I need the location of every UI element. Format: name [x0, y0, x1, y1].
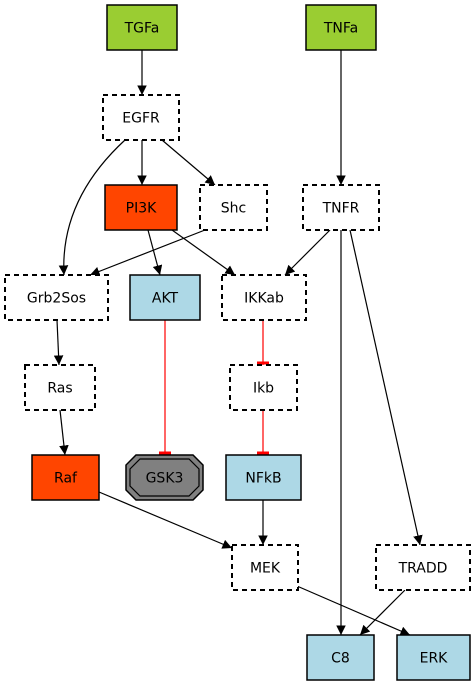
- edge-shc-grb2sos: [89, 229, 206, 276]
- node-erk: ERK: [396, 634, 471, 681]
- node-tradd: TRADD: [375, 544, 471, 591]
- node-label-tnfa: TNFa: [323, 21, 358, 37]
- node-label-pi3k: PI3K: [126, 201, 157, 217]
- node-shape: [396, 634, 471, 681]
- edge-mek-erk: [289, 582, 411, 636]
- edge-tnfr-tradd: [349, 229, 423, 546]
- edges-layer: [53, 50, 423, 636]
- node-shape: [305, 4, 377, 51]
- node-raf: Raf: [31, 454, 100, 501]
- node-label-gsk3: GSK3: [146, 471, 184, 487]
- node-label-tnfr: TNFR: [322, 201, 360, 217]
- node-shape: [31, 454, 100, 501]
- node-ras: Ras: [24, 364, 96, 411]
- node-egfr: EGFR: [102, 94, 180, 141]
- edge-ras-raf: [59, 409, 69, 456]
- node-shape: [375, 544, 471, 591]
- node-label-grb2sos: Grb2Sos: [27, 291, 86, 307]
- node-tnfa: TNFa: [305, 4, 377, 51]
- node-nfkb: NFkB: [225, 454, 302, 501]
- node-inner-outline: [129, 458, 200, 497]
- node-label-c8: C8: [331, 651, 350, 667]
- node-ikkab: IKKab: [221, 274, 307, 321]
- node-gsk3: GSK3: [125, 454, 204, 501]
- node-shape: [24, 364, 96, 411]
- node-shape: [104, 184, 178, 231]
- node-label-ikkab: IKKab: [244, 291, 284, 307]
- node-shape: [129, 274, 201, 321]
- node-ikb: Ikb: [229, 364, 298, 411]
- node-shc: Shc: [199, 184, 268, 231]
- node-tgfa: TGFa: [106, 4, 178, 51]
- edge-tradd-c8: [359, 589, 406, 636]
- edge-tnfr-ikkab: [284, 229, 331, 276]
- node-shape: [125, 454, 204, 501]
- node-pi3k: PI3K: [104, 184, 178, 231]
- node-label-akt: AKT: [152, 291, 179, 307]
- node-shape: [229, 364, 298, 411]
- node-grb2sos: Grb2Sos: [4, 274, 109, 321]
- node-shape: [102, 94, 180, 141]
- node-label-shc: Shc: [221, 201, 246, 217]
- node-shape: [302, 184, 380, 231]
- node-shape: [4, 274, 109, 321]
- edge-grb2sos-ras: [53, 319, 64, 366]
- edge-raf-mek: [98, 491, 233, 549]
- node-label-mek: MEK: [250, 561, 281, 577]
- node-label-erk: ERK: [420, 651, 449, 667]
- node-shape: [306, 634, 375, 681]
- node-label-nfkb: NFkB: [245, 471, 281, 487]
- node-c8: C8: [306, 634, 375, 681]
- node-label-ikb: Ikb: [253, 381, 274, 397]
- node-label-tradd: TRADD: [398, 561, 448, 577]
- edge-pi3k-akt: [147, 229, 163, 276]
- node-label-raf: Raf: [54, 471, 78, 487]
- edge-pi3k-ikkab: [171, 229, 236, 276]
- edge-egfr-grb2sos: [58, 139, 126, 276]
- node-label-egfr: EGFR: [122, 111, 160, 127]
- node-shape: [231, 544, 299, 591]
- node-shape: [106, 4, 178, 51]
- node-label-ras: Ras: [47, 381, 72, 397]
- node-tnfr: TNFR: [302, 184, 380, 231]
- node-shape: [221, 274, 307, 321]
- node-shape: [199, 184, 268, 231]
- node-label-tgfa: TGFa: [124, 21, 160, 37]
- node-akt: AKT: [129, 274, 201, 321]
- node-mek: MEK: [231, 544, 299, 591]
- edge-egfr-shc: [161, 139, 216, 186]
- node-shape: [225, 454, 302, 501]
